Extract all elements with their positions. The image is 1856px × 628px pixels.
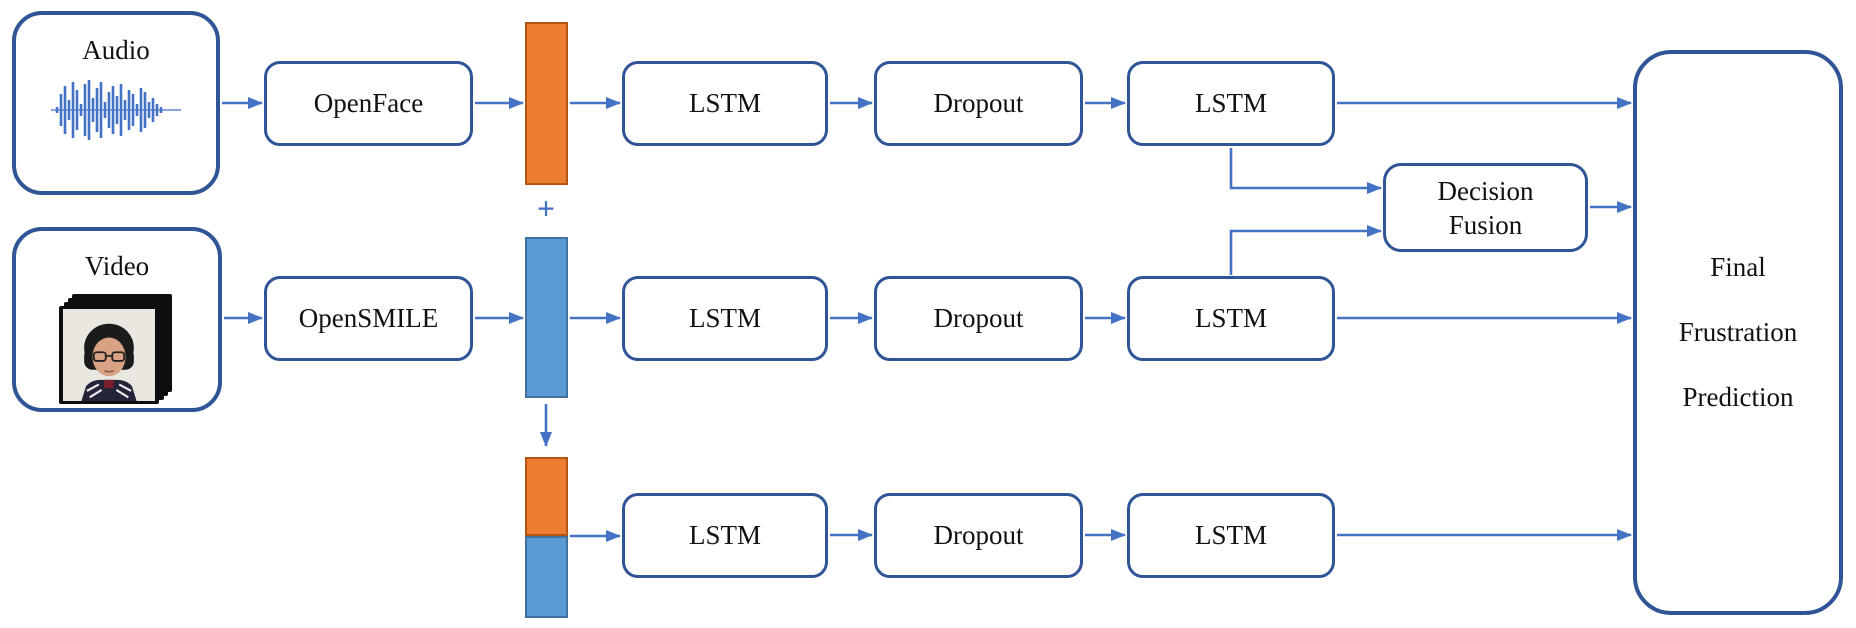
fused-feature-bar (525, 457, 568, 618)
audio-feature-bar (525, 22, 568, 185)
node-lstm-fused-2: LSTM (1127, 493, 1335, 578)
node-dropout-audio: Dropout (874, 61, 1083, 146)
lstm-label: LSTM (1194, 520, 1267, 550)
lstm-label: LSTM (1194, 303, 1267, 333)
node-openface: OpenFace (264, 61, 473, 146)
node-final-prediction: Final Frustration Prediction (1633, 50, 1843, 615)
lstm-label: LSTM (688, 303, 761, 333)
video-frames-icon (59, 294, 175, 406)
lstm-label: LSTM (688, 520, 761, 550)
node-video-input: Video (12, 227, 222, 412)
node-lstm-video-2: LSTM (1127, 276, 1335, 361)
decision-fusion-line1: Decision (1437, 175, 1534, 206)
fused-blue-segment (525, 536, 568, 618)
opensmile-label: OpenSMILE (298, 303, 439, 333)
lstm-label: LSTM (1194, 88, 1267, 118)
node-dropout-video: Dropout (874, 276, 1083, 361)
node-lstm-audio-2: LSTM (1127, 61, 1335, 146)
dropout-label: Dropout (933, 88, 1024, 118)
audio-label: Audio (82, 35, 150, 65)
waveform-icon (51, 78, 181, 149)
node-decision-fusion: Decision Fusion (1383, 163, 1588, 252)
fused-orange-segment (525, 457, 568, 536)
final-line3: Prediction (1682, 382, 1794, 412)
dropout-label: Dropout (933, 520, 1024, 550)
node-opensmile: OpenSMILE (264, 276, 473, 361)
video-label: Video (84, 251, 150, 281)
node-lstm-video-1: LSTM (622, 276, 828, 361)
node-lstm-fused-1: LSTM (622, 493, 828, 578)
final-line1: Final (1710, 252, 1766, 282)
node-audio-input: Audio (12, 11, 220, 195)
video-feature-bar (525, 237, 568, 398)
face-photo (59, 306, 159, 404)
openface-label: OpenFace (313, 88, 424, 118)
node-dropout-fused: Dropout (874, 493, 1083, 578)
final-line2: Frustration (1678, 317, 1798, 347)
decision-fusion-line2: Fusion (1448, 209, 1523, 240)
concat-plus-operator: + (536, 190, 556, 226)
node-lstm-audio-1: LSTM (622, 61, 828, 146)
dropout-label: Dropout (933, 303, 1024, 333)
lstm-label: LSTM (688, 88, 761, 118)
